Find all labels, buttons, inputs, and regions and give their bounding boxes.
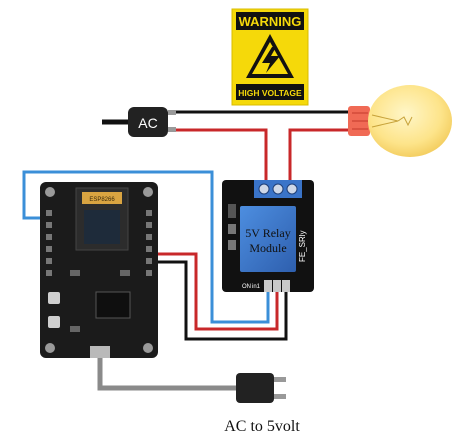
relay-title-line1: 5V Relay: [245, 226, 290, 240]
reset-button[interactable]: [48, 316, 60, 328]
warning-footer: HIGH VOLTAGE: [238, 88, 302, 98]
relay-title-line2: Module: [249, 241, 286, 255]
ac-plug: AC: [128, 107, 176, 137]
microcontroller-board: ESP8266: [40, 182, 158, 358]
light-bulb-icon: [348, 85, 452, 157]
flash-button[interactable]: [48, 292, 60, 304]
ac-plug-label: AC: [138, 115, 157, 131]
signal-wire-blue: [22, 170, 270, 324]
warning-sign: WARNING HIGH VOLTAGE: [231, 8, 309, 106]
relay-model-label: FE_SRly: [298, 230, 307, 262]
ac-wire-red: [176, 128, 268, 183]
high-voltage-triangle-icon: [246, 34, 294, 78]
right-header-pins: [146, 210, 152, 276]
relay-module: 5V Relay Module FE_SRly ON in1: [222, 180, 314, 292]
warning-header: WARNING: [239, 14, 302, 29]
gnd-wire-black: [150, 260, 288, 341]
wifi-module-label: ESP8266: [89, 197, 115, 203]
power-adapter: [236, 373, 286, 403]
vcc-wire-red: [150, 252, 279, 331]
charger-label: AC to 5volt: [224, 418, 300, 435]
relay-in-label: in1: [252, 284, 261, 290]
bulb-wire-red: [288, 128, 352, 183]
usb-cable-gray: [97, 358, 236, 391]
left-header-pins: [46, 210, 52, 276]
usb-port: [90, 346, 110, 358]
relay-on-label: ON: [242, 284, 251, 290]
